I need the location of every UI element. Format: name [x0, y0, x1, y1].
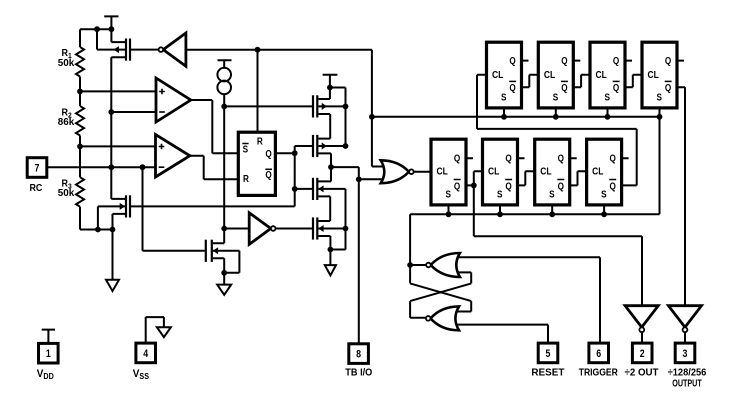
svg-text:TRIGGER: TRIGGER	[579, 367, 619, 378]
svg-text:2: 2	[640, 348, 645, 360]
svg-text:R: R	[257, 135, 263, 147]
svg-text:Q: Q	[613, 81, 619, 93]
svg-text:Q: Q	[561, 81, 567, 93]
svg-text:Q: Q	[613, 54, 619, 66]
svg-text:S: S	[497, 188, 502, 200]
svg-text:4: 4	[143, 348, 148, 360]
svg-text:CL: CL	[592, 165, 604, 177]
svg-text:50k: 50k	[58, 188, 75, 199]
svg-text:Q: Q	[505, 179, 511, 191]
svg-text:S: S	[445, 188, 450, 200]
svg-text:OUTPUT: OUTPUT	[672, 379, 702, 390]
svg-text:6: 6	[596, 348, 601, 360]
svg-text:TB I/O: TB I/O	[345, 367, 372, 378]
svg-text:50k: 50k	[58, 58, 75, 69]
svg-text:8: 8	[356, 349, 361, 361]
svg-text:Q: Q	[265, 168, 271, 180]
svg-text:Q: Q	[665, 81, 671, 93]
svg-text:Q: Q	[561, 54, 567, 66]
svg-text:÷2 OUT: ÷2 OUT	[625, 367, 659, 378]
svg-text:CL: CL	[596, 68, 608, 80]
svg-text:CL: CL	[648, 68, 660, 80]
svg-text:Q: Q	[509, 81, 515, 93]
svg-text:CL: CL	[540, 165, 552, 177]
svg-text:RESET: RESET	[531, 367, 564, 378]
svg-text:R2: R2	[62, 107, 72, 120]
svg-text:RC: RC	[29, 183, 42, 195]
svg-text:3: 3	[683, 348, 688, 360]
svg-text:Q: Q	[454, 179, 460, 191]
svg-text:CL: CL	[544, 68, 556, 80]
svg-text:CL: CL	[492, 68, 504, 80]
svg-text:S: S	[549, 188, 554, 200]
svg-text:÷128/256: ÷128/256	[668, 367, 707, 378]
svg-text:5: 5	[546, 348, 551, 360]
svg-text:VDD: VDD	[37, 369, 54, 382]
svg-text:Q: Q	[505, 152, 511, 164]
svg-text:S: S	[243, 142, 248, 154]
svg-text:CL: CL	[437, 165, 449, 177]
svg-text:R3: R3	[62, 178, 72, 191]
svg-text:Q: Q	[454, 152, 460, 164]
svg-text:R1: R1	[62, 48, 72, 61]
svg-text:86k: 86k	[58, 117, 75, 128]
svg-text:R: R	[243, 172, 249, 184]
svg-text:Q: Q	[509, 54, 515, 66]
svg-text:1: 1	[46, 348, 51, 360]
svg-text:Q: Q	[610, 179, 616, 191]
svg-text:S: S	[604, 91, 609, 103]
svg-text:S: S	[501, 91, 506, 103]
svg-text:VSS: VSS	[133, 369, 149, 382]
svg-text:Q: Q	[558, 152, 564, 164]
svg-text:CL: CL	[488, 165, 500, 177]
svg-text:Q: Q	[665, 54, 671, 66]
svg-text:S: S	[553, 91, 558, 103]
svg-text:S: S	[601, 188, 606, 200]
svg-text:7: 7	[35, 163, 40, 175]
svg-text:Q: Q	[558, 179, 564, 191]
svg-text:Q: Q	[610, 152, 616, 164]
svg-text:S: S	[656, 91, 661, 103]
svg-text:Q: Q	[265, 147, 271, 159]
